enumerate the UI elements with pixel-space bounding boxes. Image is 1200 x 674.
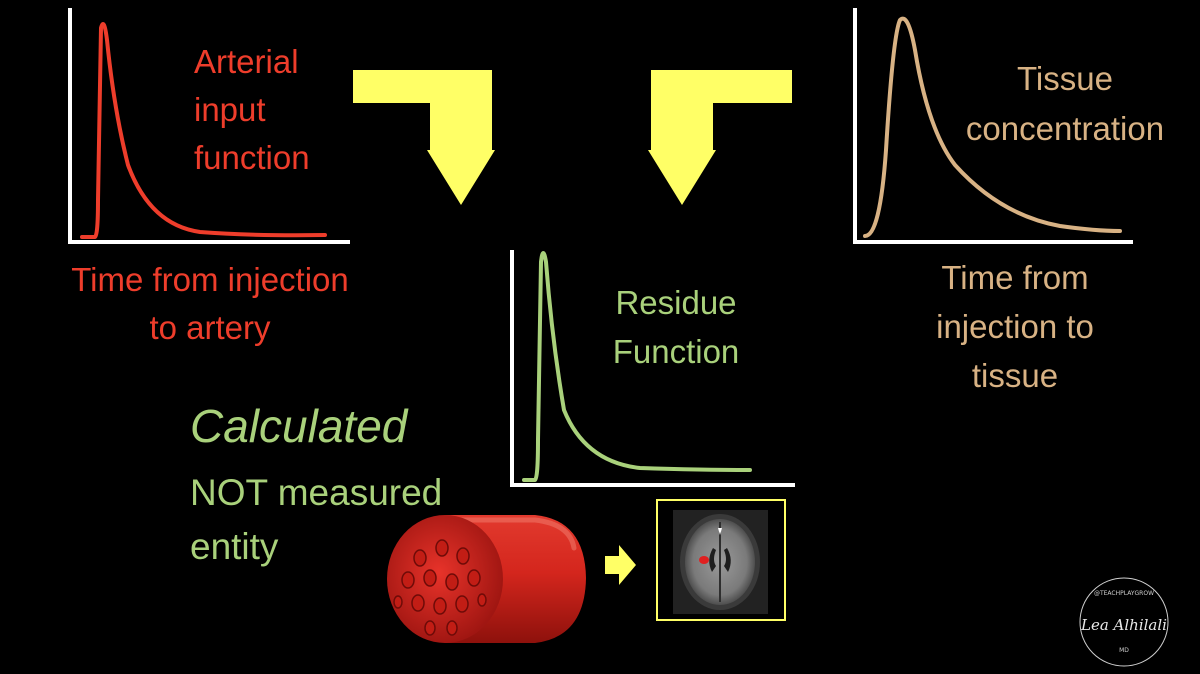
tissue-axis-line: Time from — [941, 259, 1089, 296]
bent-down-arrow-icon — [648, 70, 792, 205]
note-text: NOT measured entity — [190, 466, 442, 574]
tissue-axis-line: tissue — [971, 357, 1059, 394]
arterial-title-line: Arterial — [194, 43, 299, 80]
residue-plot — [510, 250, 795, 487]
arterial-title-line: function — [194, 139, 310, 176]
tissue-title: Tissue concentration — [944, 54, 1186, 154]
bent-down-arrow-icon — [353, 70, 495, 205]
arterial-axis-line: to artery — [149, 309, 271, 346]
brain-mri-icon — [656, 499, 786, 621]
arterial-title-line: input — [194, 91, 266, 128]
arterial-plot — [68, 8, 350, 244]
residue-title: Residue Function — [597, 278, 755, 376]
tissue-title-line: Tissue — [1017, 60, 1113, 97]
signature-logo: @TEACHPLAYGROW Lea Alhilali MD — [1079, 577, 1169, 667]
tissue-axis-caption: Time from injection to tissue — [905, 253, 1125, 400]
note-line: NOT measured — [190, 472, 443, 513]
residue-axes — [510, 250, 795, 487]
arterial-axis-caption: Time from injection to artery — [42, 256, 378, 352]
note-line: entity — [190, 526, 279, 567]
residue-title-line: Residue — [615, 284, 737, 321]
blood-vessel-icon — [387, 515, 586, 643]
arterial-axes — [68, 8, 350, 244]
arterial-curve — [80, 22, 327, 239]
tissue-title-line: concentration — [965, 110, 1165, 147]
tissue-curve — [863, 16, 1122, 238]
svg-text:MD: MD — [1119, 647, 1129, 654]
tissue-axes — [853, 8, 1133, 244]
arterial-axis-line: Time from injection — [71, 261, 349, 298]
tissue-plot — [853, 8, 1133, 244]
tissue-axis-line: injection to — [936, 308, 1094, 345]
residue-curve — [522, 251, 752, 482]
svg-text:@TEACHPLAYGROW: @TEACHPLAYGROW — [1094, 590, 1154, 597]
arterial-title: Arterial input function — [194, 38, 310, 182]
residue-title-line: Function — [612, 333, 740, 370]
svg-text:Lea Alhilali: Lea Alhilali — [1080, 616, 1167, 634]
right-arrow-icon — [605, 545, 636, 585]
note-emphasis: Calculated — [190, 400, 408, 452]
